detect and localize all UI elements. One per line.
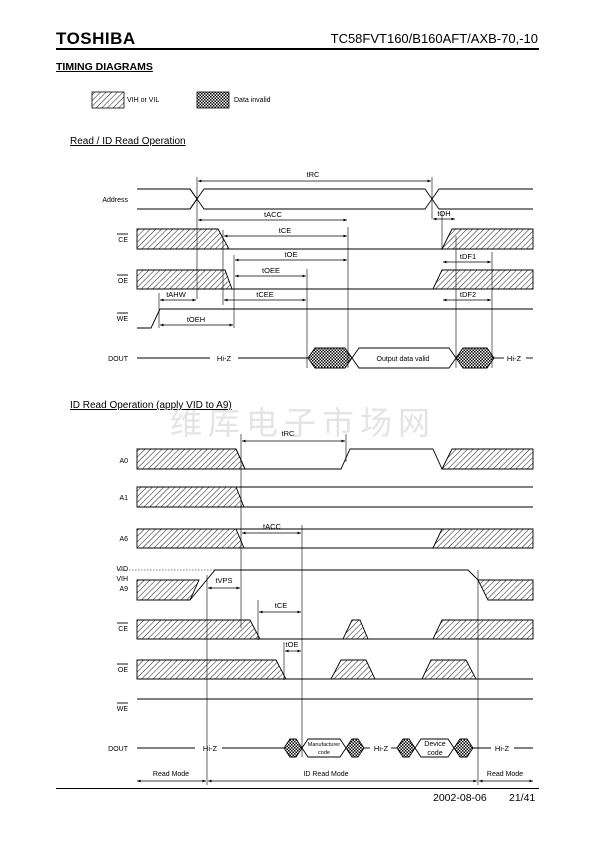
mode-center: ID Read Mode bbox=[303, 771, 348, 778]
label-vid: VID bbox=[116, 566, 128, 573]
label-ce2: CE bbox=[118, 626, 128, 633]
label-we: WE bbox=[117, 316, 129, 323]
mode-right: Read Mode bbox=[487, 771, 523, 778]
label-dout: DOUT bbox=[108, 356, 129, 363]
header-rule bbox=[56, 48, 539, 50]
d1-trc: tRC bbox=[307, 170, 321, 179]
d1-tcee: tCEE bbox=[256, 290, 274, 299]
device-code-1: Device bbox=[424, 741, 446, 748]
d1-tahw: tAHW bbox=[166, 290, 187, 299]
d2-hiz-2: Hi-Z bbox=[374, 744, 389, 753]
d2-toe: tOE bbox=[286, 640, 299, 649]
label-oe: OE bbox=[118, 278, 128, 285]
label-oe2: OE bbox=[118, 667, 128, 674]
manufacturer-code-1: Manufacturer bbox=[308, 742, 341, 748]
d1-tce: tCE bbox=[279, 226, 292, 235]
d1-toh: tOH bbox=[437, 209, 450, 218]
d1-tdf2: tDF2 bbox=[460, 290, 476, 299]
part-number: TC58FVT160/B160AFT/AXB-70,-10 bbox=[330, 31, 538, 46]
brand-logo: TOSHIBA bbox=[56, 29, 136, 48]
label-dout2: DOUT bbox=[108, 746, 129, 753]
d1-tdf1: tDF1 bbox=[460, 252, 476, 261]
d1-toeh: tOEH bbox=[187, 315, 205, 324]
label-a1: A1 bbox=[119, 495, 128, 502]
device-code-2: code bbox=[427, 750, 442, 757]
mode-left: Read Mode bbox=[153, 771, 189, 778]
d1-toee: tOEE bbox=[262, 266, 280, 275]
d1-hiz-left: Hi-Z bbox=[217, 354, 232, 363]
d2-hiz-1: Hi-Z bbox=[203, 744, 218, 753]
diagram2-title: ID Read Operation (apply VID to A9) bbox=[70, 400, 232, 411]
legend-invalid-label: Data invalid bbox=[234, 97, 271, 104]
diagram1-title: Read / ID Read Operation bbox=[70, 136, 186, 147]
d2-trc: tRC bbox=[282, 429, 296, 438]
d1-tacc: tACC bbox=[264, 210, 283, 219]
label-a9: A9 bbox=[119, 586, 128, 593]
d1-output-valid: Output data valid bbox=[377, 356, 430, 363]
d1-toe: tOE bbox=[285, 250, 298, 259]
label-we2: WE bbox=[117, 706, 129, 713]
footer-date: 2002-08-06 bbox=[433, 792, 487, 804]
d2-tacc: tACC bbox=[263, 522, 282, 531]
section-title: TIMING DIAGRAMS bbox=[56, 61, 153, 73]
watermark: 维库电子市场网 bbox=[170, 404, 437, 442]
label-ce: CE bbox=[118, 237, 128, 244]
label-a6: A6 bbox=[119, 536, 128, 543]
d2-hiz-3: Hi-Z bbox=[495, 744, 510, 753]
d1-hiz-right: Hi-Z bbox=[507, 354, 522, 363]
d2-tvps: tVPS bbox=[215, 576, 232, 585]
label-a0: A0 bbox=[119, 458, 128, 465]
diagram1: Address CE OE WE DOUT Hi-Z Output data v… bbox=[102, 170, 534, 369]
manufacturer-code-2: code bbox=[318, 750, 330, 756]
diagram2: A0 A1 A6 VID VIH A9 CE OE bbox=[108, 429, 534, 785]
footer-page-number: 21/41 bbox=[509, 792, 536, 804]
footer-rule bbox=[56, 788, 539, 789]
label-vih: VIH bbox=[116, 576, 128, 583]
legend bbox=[91, 91, 230, 109]
label-address: Address bbox=[102, 197, 128, 204]
legend-ih-il-label: VIH or VIL bbox=[127, 97, 160, 104]
d2-tce: tCE bbox=[275, 601, 288, 610]
